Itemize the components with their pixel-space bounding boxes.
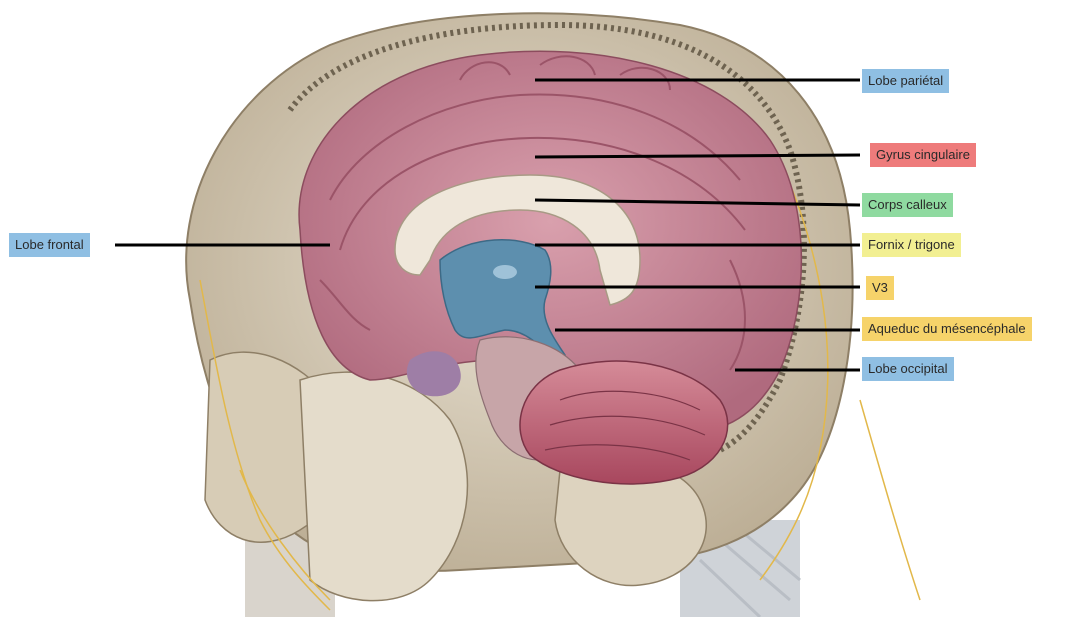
label-lobe-frontal: Lobe frontal	[9, 233, 90, 257]
label-corps-calleux: Corps calleux	[862, 193, 953, 217]
label-fornix-trigone: Fornix / trigone	[862, 233, 961, 257]
label-v3: V3	[866, 276, 894, 300]
leader-line-gyrus-cingulaire	[535, 155, 860, 157]
label-aqueduc: Aqueduc du mésencéphale	[862, 317, 1032, 341]
label-lobe-occipital: Lobe occipital	[862, 357, 954, 381]
label-lobe-parietal: Lobe pariétal	[862, 69, 949, 93]
label-gyrus-cingulaire: Gyrus cingulaire	[870, 143, 976, 167]
